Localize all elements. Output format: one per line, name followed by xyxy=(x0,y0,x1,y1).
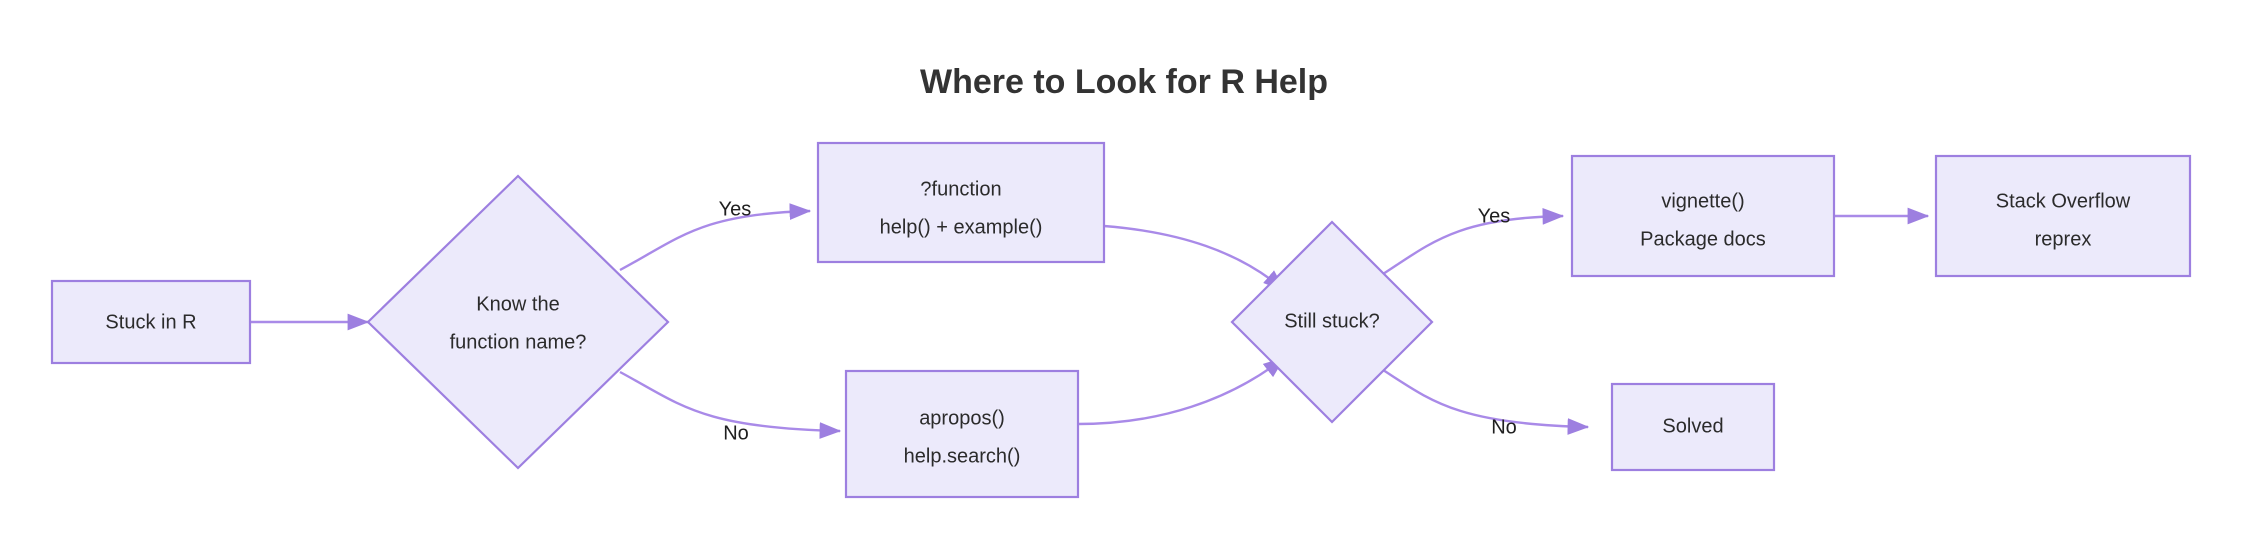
node-shape-rect xyxy=(50,279,252,365)
node-label-line-2: Package docs xyxy=(1640,228,1766,250)
edge-know-name-to-search-help: No xyxy=(619,370,842,444)
edge-path xyxy=(619,203,812,272)
edge-label-yes-know-name: Yes xyxy=(719,198,752,220)
edge-direct-help-to-still-stuck xyxy=(1103,224,1285,291)
edge-know-name-to-direct-help: Yes xyxy=(619,198,812,272)
node-label-line-2: help() + example() xyxy=(880,216,1043,238)
node-label-line-1: Solved xyxy=(1662,415,1723,437)
node-label-line-2: help.search() xyxy=(904,445,1021,467)
node-label-line-1: apropos() xyxy=(919,407,1005,429)
node-label-line-1: Stack Overflow xyxy=(1996,190,2131,212)
edge-path xyxy=(1077,357,1285,426)
node-label-line-1: Still stuck? xyxy=(1284,310,1380,332)
edge-path xyxy=(1103,224,1285,291)
node-shape-rect xyxy=(1570,154,1836,278)
edge-still-stuck-to-solved: No xyxy=(1379,366,1590,438)
node-shape-rect xyxy=(844,369,1080,499)
node-label-line-2: function name? xyxy=(450,331,587,353)
node-still-stuck[interactable]: Still stuck? xyxy=(1230,220,1434,424)
node-shape-diamond xyxy=(366,174,670,470)
edge-label-no-know-name: No xyxy=(723,422,749,444)
node-label-line-1: Stuck in R xyxy=(105,311,196,333)
node-search-help[interactable]: apropos() help.search() xyxy=(844,369,1080,499)
edge-search-help-to-still-stuck xyxy=(1077,357,1285,426)
node-label-line-1: Know the xyxy=(476,293,559,315)
node-stack-overflow[interactable]: Stack Overflow reprex xyxy=(1934,154,2192,278)
node-know-the-function-name[interactable]: Know the function name? xyxy=(366,174,670,470)
node-stuck-in-r[interactable]: Stuck in R xyxy=(50,279,252,365)
edge-path xyxy=(1379,366,1590,435)
node-shape-rect xyxy=(1610,382,1776,472)
node-label-line-1: vignette() xyxy=(1661,190,1744,212)
node-shape-rect xyxy=(1934,154,2192,278)
edge-path xyxy=(1379,207,1565,278)
node-shape-diamond xyxy=(1230,220,1434,424)
page-title: Where to Look for R Help xyxy=(920,63,1328,101)
edge-path xyxy=(619,370,842,439)
node-label-line-1: ?function xyxy=(920,178,1001,200)
node-label-line-2: reprex xyxy=(2035,228,2092,250)
node-vignettes[interactable]: vignette() Package docs xyxy=(1570,154,1836,278)
node-direct-help[interactable]: ?function help() + example() xyxy=(816,141,1106,264)
edge-label-yes-still-stuck: Yes xyxy=(1478,205,1511,227)
node-solved[interactable]: Solved xyxy=(1610,382,1776,472)
edge-still-stuck-to-vignettes: Yes xyxy=(1379,205,1565,278)
edge-label-no-still-stuck: No xyxy=(1491,416,1517,438)
node-shape-rect xyxy=(816,141,1106,264)
